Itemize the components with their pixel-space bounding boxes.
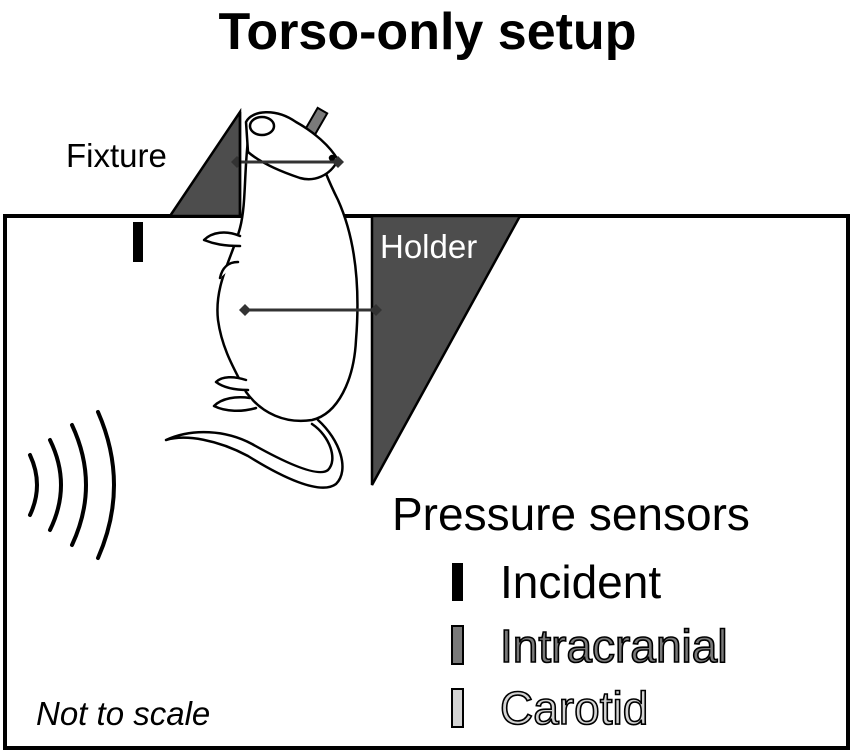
torso-measure-bar bbox=[239, 304, 382, 316]
page-title: Torso-only setup bbox=[218, 3, 637, 61]
legend-carotid-label: Carotid bbox=[500, 682, 648, 734]
legend-carotid-swatch bbox=[451, 688, 464, 728]
legend-intracranial-swatch bbox=[451, 625, 464, 665]
fixture-label: Fixture bbox=[66, 137, 167, 174]
blast-wave-icon bbox=[28, 410, 116, 560]
holder-wedge bbox=[370, 214, 523, 486]
not-to-scale-label: Not to scale bbox=[36, 695, 210, 732]
legend-incident-swatch bbox=[452, 563, 463, 601]
head-measure-bar bbox=[231, 112, 344, 216]
legend-intracranial-label: Intracranial bbox=[500, 620, 728, 672]
incident-sensor bbox=[133, 222, 143, 262]
legend-heading: Pressure sensors bbox=[392, 488, 750, 540]
fixture-wedge bbox=[167, 107, 242, 218]
legend: Pressure sensors Incident Intracranial C… bbox=[392, 488, 750, 735]
legend-incident-label: Incident bbox=[500, 556, 661, 608]
holder-label: Holder bbox=[380, 228, 477, 265]
rat-icon bbox=[164, 111, 359, 489]
